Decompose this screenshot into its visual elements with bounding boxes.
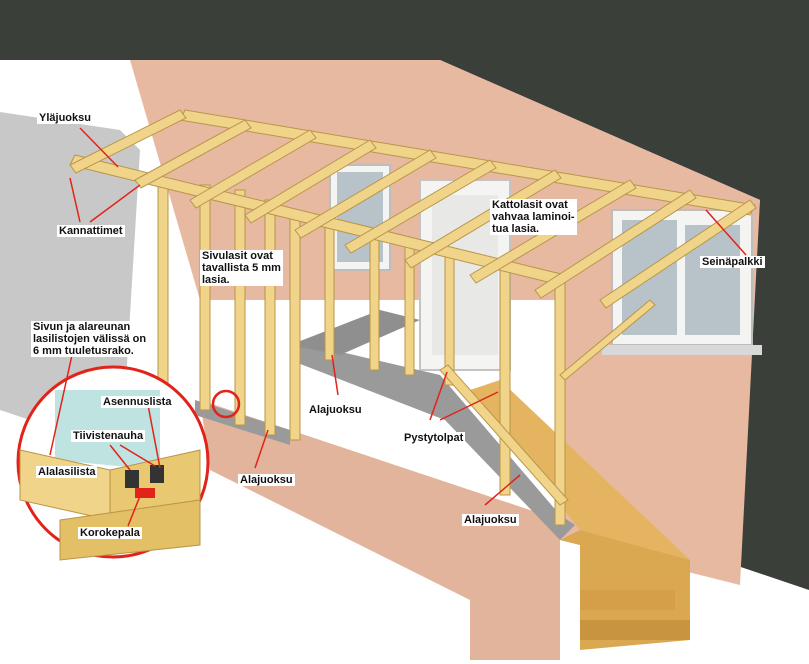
concrete-strip-front bbox=[290, 340, 575, 540]
callout-arrows bbox=[49, 127, 747, 527]
label-asennuslista: Asennuslista bbox=[101, 396, 174, 408]
label-alalasilista: Alalasilista bbox=[36, 466, 98, 478]
wall-beam bbox=[179, 109, 756, 216]
base-wall bbox=[200, 400, 560, 660]
brace bbox=[559, 299, 656, 381]
label-alajuoksu-right: Alajuoksu bbox=[462, 514, 519, 526]
bottom-plate-stairs bbox=[439, 364, 569, 506]
label-seinapalkki: Seinäpalkki bbox=[700, 256, 765, 268]
label-pystytolpat: Pystytolpat bbox=[402, 432, 466, 444]
label-korokepala: Korokepala bbox=[78, 527, 142, 539]
label-tiivistenauha: Tiivistenauha bbox=[71, 430, 146, 442]
detail-marker bbox=[211, 389, 241, 419]
concrete-landing bbox=[290, 310, 420, 355]
label-ylajuoksu: Yläjuoksu bbox=[37, 112, 93, 124]
label-kattolasit: Kattolasit ovat vahvaa laminoi- tua lasi… bbox=[490, 199, 577, 235]
stairs bbox=[470, 380, 690, 650]
label-alajuoksu-mid: Alajuoksu bbox=[307, 404, 364, 416]
label-kannattimet: Kannattimet bbox=[57, 225, 125, 237]
label-sivulasit: Sivulasit ovat tavallista 5 mm lasia. bbox=[200, 250, 283, 286]
label-tuuletusrako: Sivun ja alareunan lasilistojen välissä … bbox=[31, 321, 149, 357]
label-alajuoksu-left: Alajuoksu bbox=[238, 474, 295, 486]
